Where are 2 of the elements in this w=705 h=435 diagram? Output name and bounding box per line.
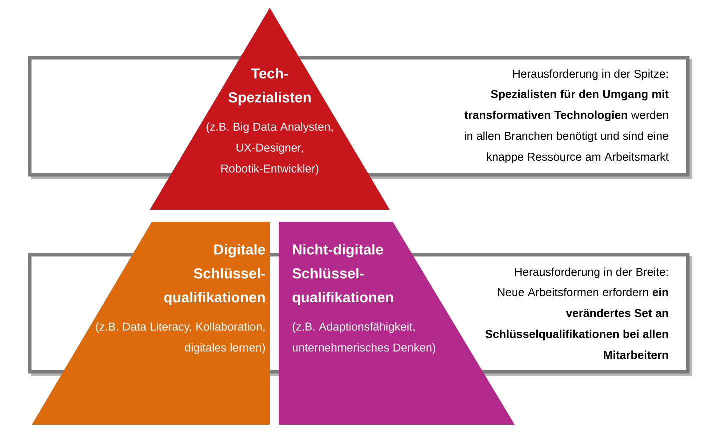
pyramid-top: Tech-Spezialisten (z.B. Big Data Analysten, UX-Designer, Robotik-Entwickler) — [150, 8, 390, 210]
pyramid-left-block: Digitale Schlüssel-qualifikationen (z.B. Data Literacy, Kollaboration, digitales lernen) — [32, 222, 270, 425]
